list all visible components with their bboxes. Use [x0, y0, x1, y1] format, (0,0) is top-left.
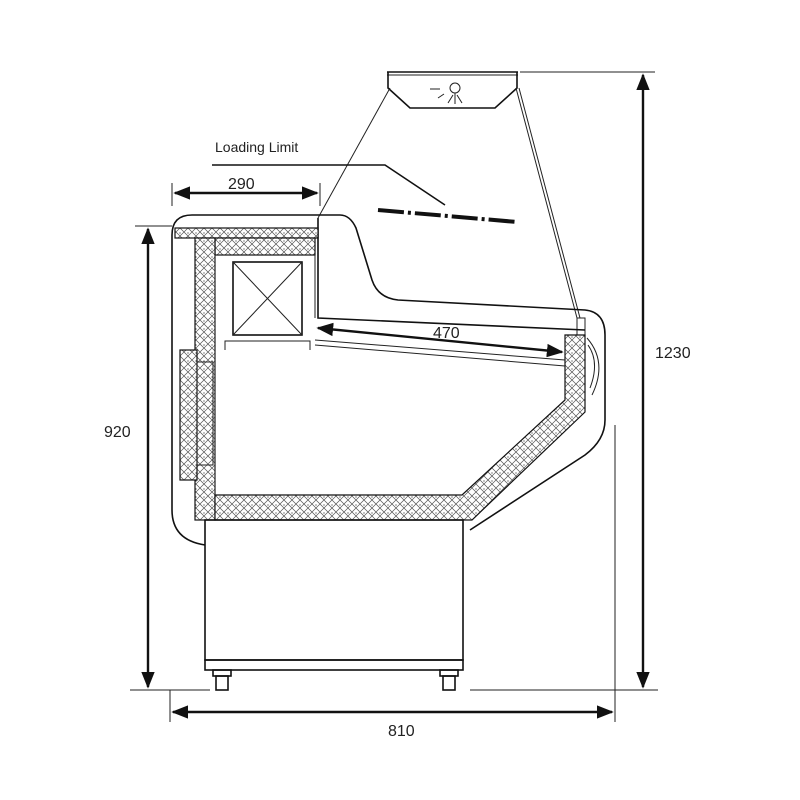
base-cabinet	[204, 519, 464, 691]
rear-glass	[515, 87, 581, 319]
top-strip	[174, 227, 319, 239]
lamp-canopy	[387, 71, 518, 109]
shelf	[314, 339, 566, 367]
loading-limit-label: Loading Limit	[215, 139, 298, 155]
light-fixture	[576, 317, 586, 336]
dimension-1230-label: 1230	[655, 345, 691, 362]
dimension-810-label: 810	[388, 723, 415, 740]
dimension-290: 290	[171, 176, 321, 206]
dimension-290-label: 290	[228, 176, 255, 193]
inner-liner	[214, 255, 316, 495]
loading-limit-leader	[212, 164, 446, 206]
counter-outline	[171, 214, 606, 546]
dimension-470-label: 470	[433, 325, 460, 342]
front-glass	[317, 87, 391, 219]
dimension-920-label: 920	[104, 424, 131, 441]
dimension-1230: 1230	[470, 71, 691, 691]
dimension-810: 810	[169, 425, 616, 740]
light-bulb-icon	[430, 82, 463, 104]
product-box	[224, 261, 311, 350]
insulation	[194, 237, 586, 521]
loading-limit-line	[377, 208, 518, 224]
front-bumper	[586, 337, 600, 396]
dimension-920: 920	[104, 225, 210, 691]
rear-door	[196, 361, 214, 466]
dimension-470: 470	[316, 322, 564, 358]
rear-door-panel	[179, 349, 198, 481]
